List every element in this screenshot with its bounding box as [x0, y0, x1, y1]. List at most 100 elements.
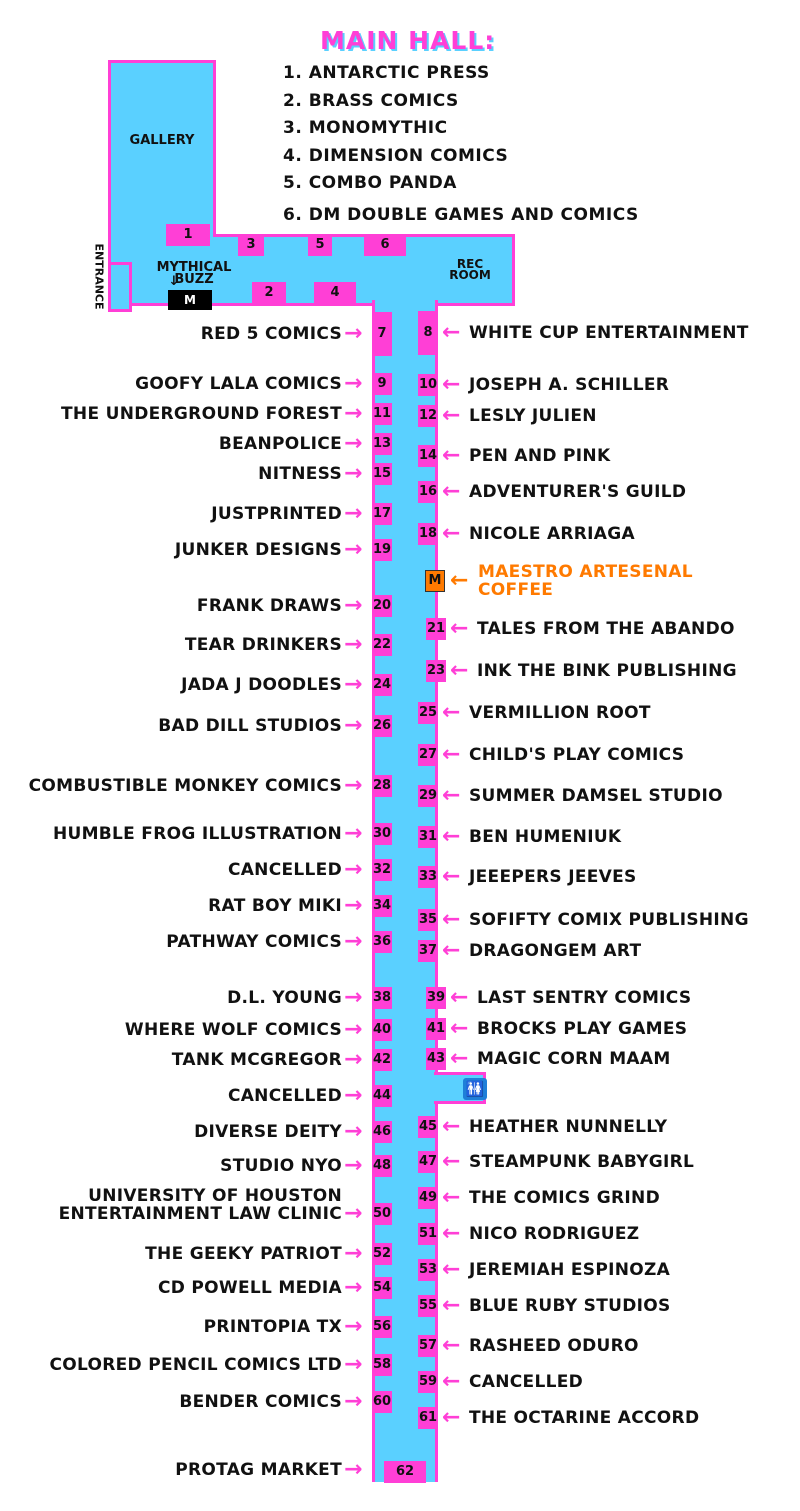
booth-50[interactable]: 50: [372, 1203, 392, 1225]
arrow-icon: ←: [450, 658, 469, 683]
booth-32[interactable]: 32: [372, 859, 392, 881]
main-hall-item: 6. DM DOUBLE GAMES AND COMICS: [283, 204, 639, 225]
booth-62[interactable]: 62: [384, 1461, 426, 1483]
booth-61[interactable]: 61: [418, 1407, 438, 1429]
vendor-name: THE OCTARINE ACCORD: [469, 1408, 700, 1428]
booth-3[interactable]: 3: [238, 234, 264, 256]
booth-4[interactable]: 4: [314, 282, 356, 304]
booth-13[interactable]: 13: [372, 433, 392, 455]
booth-54[interactable]: 54: [372, 1277, 392, 1299]
coffee-marker[interactable]: M: [425, 570, 445, 592]
vendor-name: CANCELLED: [227, 1086, 342, 1106]
booth-8[interactable]: 8: [418, 311, 438, 355]
arrow-icon: ←: [442, 1221, 461, 1246]
booth-56[interactable]: 56: [372, 1316, 392, 1338]
booth-1[interactable]: 1: [166, 224, 210, 246]
booth-57[interactable]: 57: [418, 1335, 438, 1357]
booth-48[interactable]: 48: [372, 1155, 392, 1177]
vendor-name: CANCELLED: [227, 860, 342, 880]
booth-53[interactable]: 53: [418, 1259, 438, 1281]
booth-11[interactable]: 11: [372, 403, 392, 425]
arrow-icon: →: [344, 773, 363, 798]
booth-18[interactable]: 18: [418, 523, 438, 545]
arrow-icon: ←: [442, 1149, 461, 1174]
vendor-name: NICO RODRIGUEZ: [469, 1224, 640, 1244]
arrow-icon: →: [344, 672, 363, 697]
booth-52[interactable]: 52: [372, 1243, 392, 1265]
booth-17[interactable]: 17: [372, 503, 392, 525]
arrow-icon: ←: [442, 443, 461, 468]
booth-46[interactable]: 46: [372, 1121, 392, 1143]
booth-40[interactable]: 40: [372, 1019, 392, 1041]
booth-37[interactable]: 37: [418, 940, 438, 962]
arrow-icon: ←: [442, 1405, 461, 1430]
vendor-name: LESLY JULIEN: [469, 406, 597, 426]
booth-20[interactable]: 20: [372, 595, 392, 617]
booth-51[interactable]: 51: [418, 1223, 438, 1245]
booth-44[interactable]: 44: [372, 1085, 392, 1107]
booth-12[interactable]: 12: [418, 405, 438, 427]
booth-22[interactable]: 22: [372, 634, 392, 656]
arrow-icon: →: [344, 537, 363, 562]
booth-39[interactable]: 39: [426, 987, 446, 1009]
booth-19[interactable]: 19: [372, 539, 392, 561]
booth-14[interactable]: 14: [418, 445, 438, 467]
booth-30[interactable]: 30: [372, 823, 392, 845]
booth-7[interactable]: 7: [372, 312, 392, 356]
vendor-name: COLORED PENCIL COMICS LTD: [49, 1355, 342, 1375]
booth-59[interactable]: 59: [418, 1371, 438, 1393]
booth-6[interactable]: 6: [364, 234, 406, 256]
main-hall-item: 5. COMBO PANDA: [283, 173, 457, 193]
booth-9[interactable]: 9: [372, 373, 392, 395]
booth-10[interactable]: 10: [418, 374, 438, 396]
arrow-icon: →: [344, 401, 363, 426]
booth-15[interactable]: 15: [372, 463, 392, 485]
arrow-icon: ←: [442, 700, 461, 725]
booth-58[interactable]: 58: [372, 1354, 392, 1376]
booth-27[interactable]: 27: [418, 744, 438, 766]
arrow-icon: →: [344, 857, 363, 882]
booth-45[interactable]: 45: [418, 1116, 438, 1138]
arrow-icon: ←: [442, 479, 461, 504]
booth-16[interactable]: 16: [418, 481, 438, 503]
booth-2[interactable]: 2: [252, 282, 286, 304]
booth-5[interactable]: 5: [308, 234, 332, 256]
booth-26[interactable]: 26: [372, 715, 392, 737]
arrow-icon: →: [344, 371, 363, 396]
arrow-icon: ←: [450, 616, 469, 641]
arrow-icon: →: [344, 1389, 363, 1414]
coffee-label: MAESTRO ARTESENAL COFFEE: [478, 562, 693, 600]
booth-25[interactable]: 25: [418, 702, 438, 724]
booth-24[interactable]: 24: [372, 674, 392, 696]
arrow-icon: →: [344, 1201, 363, 1226]
booth-47[interactable]: 47: [418, 1151, 438, 1173]
booth-49[interactable]: 49: [418, 1187, 438, 1209]
booth-33[interactable]: 33: [418, 866, 438, 888]
vendor-name: ADVENTURER'S GUILD: [469, 482, 687, 502]
booth-43[interactable]: 43: [426, 1048, 446, 1070]
arrow-icon: ←: [442, 742, 461, 767]
vendor-name: VERMILLION ROOT: [469, 703, 651, 723]
vendor-name: SUMMER DAMSEL STUDIO: [469, 786, 723, 806]
vendor-name: STEAMPUNK BABYGIRL: [469, 1152, 695, 1172]
booth-23[interactable]: 23: [426, 660, 446, 682]
booth-60[interactable]: 60: [372, 1391, 392, 1413]
booth-28[interactable]: 28: [372, 775, 392, 797]
booth-34[interactable]: 34: [372, 895, 392, 917]
arrow-icon: →: [344, 1083, 363, 1108]
booth-35[interactable]: 35: [418, 909, 438, 931]
vendor-name: CANCELLED: [469, 1372, 584, 1392]
booth-29[interactable]: 29: [418, 785, 438, 807]
vendor-name: UNIVERSITY OF HOUSTON ENTERTAINMENT LAW …: [58, 1186, 342, 1224]
vendor-name: RASHEED ODURO: [469, 1336, 639, 1356]
booth-38[interactable]: 38: [372, 987, 392, 1009]
booth-42[interactable]: 42: [372, 1049, 392, 1071]
mythical-buzz-label: MYTHICAL BUZZ: [156, 260, 232, 287]
main-hall-item: 1. ANTARCTIC PRESS: [283, 63, 490, 83]
booth-41[interactable]: 41: [426, 1018, 446, 1040]
booth-21[interactable]: 21: [426, 618, 446, 640]
booth-55[interactable]: 55: [418, 1295, 438, 1317]
arrow-icon: ←: [442, 403, 461, 428]
booth-36[interactable]: 36: [372, 931, 392, 953]
booth-31[interactable]: 31: [418, 826, 438, 848]
